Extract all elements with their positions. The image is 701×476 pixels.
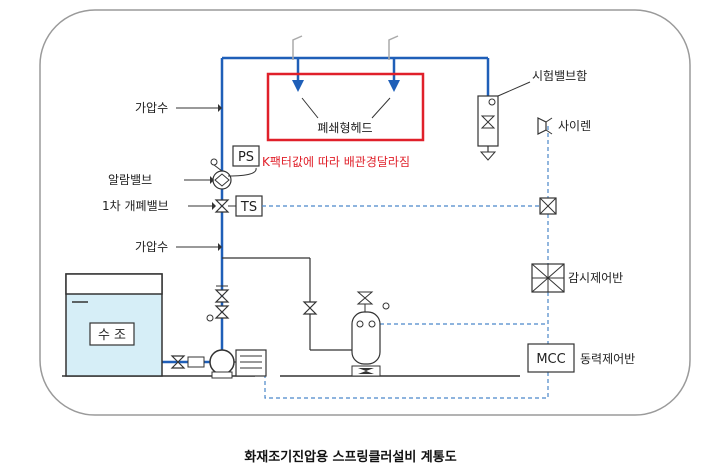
pressurized-water-top-label: 가압수 — [135, 101, 168, 115]
signal-lines — [262, 126, 549, 399]
primary-valve-icon — [214, 199, 230, 213]
test-valve-icon — [480, 115, 496, 129]
diagram-caption: 화재조기진압용 스프링클러설비 계통도 — [244, 450, 457, 465]
mcc-label: MCC — [536, 352, 565, 367]
closed-head-highlight — [266, 72, 425, 142]
siren-label: 사이렌 — [558, 119, 591, 133]
monitoring-panel-label: 감시제어반 — [568, 271, 623, 285]
test-valve-leader — [497, 81, 531, 97]
closed-head-leader-left — [301, 97, 319, 119]
sprinkler-head-right — [388, 80, 400, 92]
pressurized-water-mid-label: 가압수 — [135, 240, 168, 254]
sprinkler-head-left — [292, 80, 304, 92]
strainer-icon — [187, 356, 205, 368]
pressure-switch-box — [232, 145, 260, 167]
riser-gate-valve-icon — [214, 289, 230, 303]
alarm-valve-label: 알람밸브 — [108, 173, 152, 187]
branch-valve-icon — [302, 301, 318, 315]
mcc-box — [527, 343, 575, 373]
test-valve-drain-icon — [479, 151, 497, 161]
water-tank-label: 수 조 — [98, 328, 126, 343]
closed-head-label: 폐쇄형헤드 — [317, 121, 372, 135]
test-valve-box-label: 시험밸브함 — [532, 69, 587, 83]
power-panel-label: 동력제어반 — [580, 352, 635, 366]
pump-icon — [209, 349, 235, 375]
suction-valve-icon — [170, 355, 186, 369]
pressure-switch-label: PS — [238, 150, 254, 165]
k-factor-note: K팩터값에 따라 배관경달라짐 — [262, 155, 410, 169]
branch-pipe — [222, 257, 352, 351]
pressure-tank — [351, 311, 381, 365]
tamper-switch-label: TS — [240, 200, 257, 215]
motor-icon — [235, 349, 267, 377]
primary-valve-label: 1차 개폐밸브 — [102, 199, 169, 213]
water-pipe-network — [162, 56, 490, 364]
closed-head-leader-right — [371, 97, 391, 119]
riser-check-valve-icon — [214, 305, 230, 319]
pressure-tank-valve-icon — [356, 291, 374, 305]
diagram-frame — [39, 9, 691, 416]
siren-icon — [537, 117, 547, 135]
water-tank-label-box — [89, 322, 135, 346]
head-drops — [292, 35, 399, 60]
